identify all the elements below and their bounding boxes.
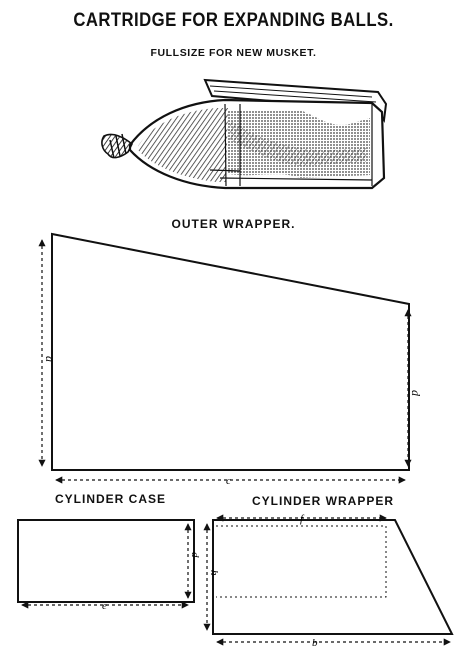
cartridge-body-lines: [209, 103, 373, 187]
cartridge-tail-fold: [203, 78, 388, 123]
cylinder-case-outline: [17, 519, 195, 603]
outer-wrapper-pattern: a d c: [38, 232, 423, 487]
cartridge-ball-shading: [138, 108, 228, 182]
cylinder-case-label: CYLINDER CASE: [55, 492, 167, 506]
case-dim-e-letter: e: [102, 600, 107, 612]
outer-dim-d-letter: d: [409, 390, 423, 397]
outer-dim-c-letter: c: [226, 475, 231, 487]
cylinder-wrapper-outline: [212, 519, 454, 635]
cartridge-illustration: [101, 78, 388, 190]
diagram-title: CARTRIDGE FOR EXPANDING BALLS.: [73, 10, 394, 31]
cylinder-wrapper-pattern: f h b: [203, 513, 454, 649]
cartridge-powder-stipple-2: [230, 120, 366, 166]
cw-dim-h-letter: h: [208, 570, 220, 576]
case-dim-d-letter: d: [189, 552, 201, 558]
outer-wrapper-outline: [51, 232, 410, 471]
cylinder-wrapper-label: CYLINDER WRAPPER: [252, 494, 395, 508]
cartridge-tail-fold-inner: [209, 85, 377, 103]
cartridge-twist-tie: [109, 133, 127, 159]
cylinder-case-pattern: d e: [17, 519, 201, 612]
cylinder-wrapper-inner-dotted: [216, 525, 387, 598]
outer-wrapper-label: OUTER WRAPPER.: [171, 217, 296, 231]
cw-dim-b-letter: b: [312, 637, 318, 649]
cw-dim-f-letter: f: [300, 513, 305, 525]
diagram-subtitle: FULLSIZE FOR NEW MUSKET.: [150, 47, 317, 59]
outer-dim-a-letter: a: [43, 356, 57, 362]
